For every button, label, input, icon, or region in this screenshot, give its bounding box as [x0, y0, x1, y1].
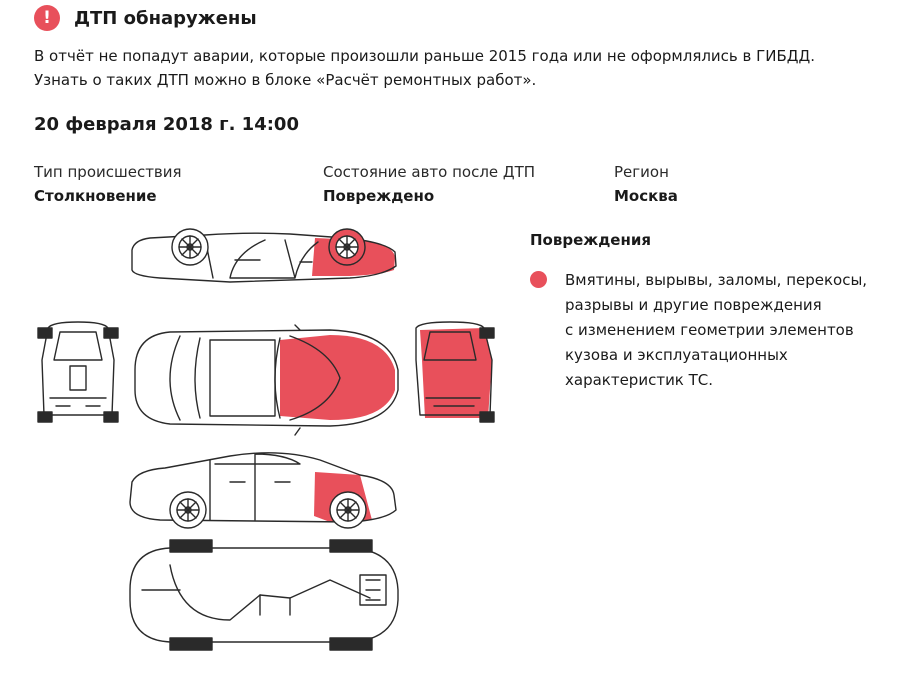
car-side-view-left: [129, 452, 397, 529]
info-value: Столкновение: [34, 187, 157, 205]
car-underbody-view: [129, 539, 399, 651]
car-top-view: [134, 324, 399, 436]
legend-line: разрывы и другие повреждения: [565, 296, 822, 314]
damage-legend-text: Вмятины, вырывы, заломы, перекосы, разры…: [565, 268, 905, 393]
car-side-view-right: [131, 228, 397, 283]
info-label: Тип происшествия: [34, 163, 182, 181]
info-label: Состояние авто после ДТП: [323, 163, 536, 181]
legend-line: характеристик ТС.: [565, 371, 714, 389]
notice-line-2: Узнать о таких ДТП можно в блоке «Расчёт…: [34, 71, 537, 89]
legend-line: Вмятины, вырывы, заломы, перекосы,: [565, 271, 868, 289]
dtp-header: ! ДТП обнаружены: [34, 4, 257, 32]
legend-line: с изменением геометрии элементов: [565, 321, 854, 339]
damage-legend-dot: [530, 271, 547, 288]
car-rear-view: [37, 321, 119, 423]
notice-text: В отчёт не попадут аварии, которые произ…: [34, 44, 894, 92]
info-value: Повреждено: [323, 187, 435, 205]
info-region: Регион Москва: [614, 163, 678, 205]
info-incident-type: Тип происшествия Столкновение: [34, 163, 182, 205]
car-damage-diagram: [37, 228, 495, 651]
legend-line: кузова и эксплуатационных: [565, 346, 788, 364]
incident-date: 20 февраля 2018 г. 14:00: [34, 114, 299, 135]
car-front-view: [415, 321, 495, 423]
header-title: ДТП обнаружены: [74, 7, 257, 29]
alert-icon: !: [34, 5, 60, 31]
notice-line-1: В отчёт не попадут аварии, которые произ…: [34, 47, 816, 65]
info-car-state: Состояние авто после ДТП Повреждено: [323, 163, 535, 205]
info-value: Москва: [614, 187, 678, 205]
info-label: Регион: [614, 163, 669, 181]
damage-title: Повреждения: [530, 231, 651, 249]
